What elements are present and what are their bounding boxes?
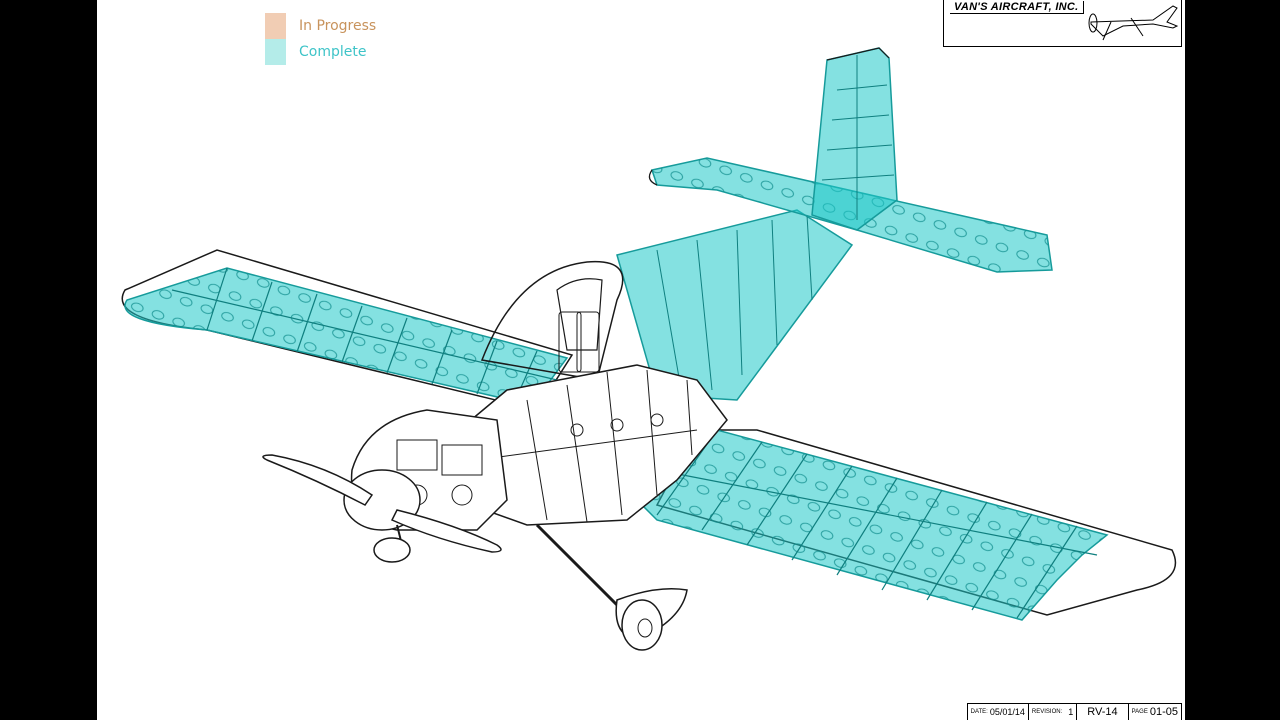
legend-in-progress: In Progress — [265, 13, 376, 39]
legend-complete: Complete — [265, 39, 366, 65]
model-value: RV-14 — [1087, 706, 1118, 718]
footer-page: PAGE 01-05 — [1129, 704, 1181, 720]
vertical-stabilizer-complete — [811, 47, 898, 231]
legend-complete-label: Complete — [299, 44, 367, 60]
legend-complete-swatch — [265, 39, 286, 65]
legend-in-progress-label: In Progress — [299, 18, 377, 34]
revision-value: 1 — [1068, 707, 1074, 717]
company-name: VAN'S AIRCRAFT, INC. — [950, 1, 1084, 14]
main-wheel — [621, 599, 663, 651]
aircraft-cutaway-drawing — [121, 47, 1177, 651]
footer-block: DATE: 05/01/14 REVISION: 1 RV-14 PAGE 01… — [966, 703, 1182, 720]
date-value: 05/01/14 — [989, 707, 1025, 717]
canopy-outline — [480, 260, 624, 381]
propeller-blade-lower — [390, 509, 502, 553]
propeller-blade-upper — [262, 454, 374, 506]
footer-model: RV-14 — [1077, 704, 1129, 720]
date-label: DATE: — [970, 709, 988, 715]
page-label: PAGE — [1131, 709, 1148, 715]
page-value: 01-05 — [1149, 706, 1178, 718]
legend-in-progress-swatch — [265, 13, 286, 39]
footer-date: DATE: 05/01/14 — [968, 704, 1029, 720]
company-logo-airplane — [1088, 5, 1179, 41]
revision-label: REVISION: — [1031, 709, 1063, 715]
drawing-sheet: In Progress Complete — [97, 0, 1185, 720]
nose-wheel — [373, 537, 411, 563]
title-block: VAN'S AIRCRAFT, INC. — [943, 0, 1182, 47]
footer-revision: REVISION: 1 — [1029, 704, 1078, 720]
